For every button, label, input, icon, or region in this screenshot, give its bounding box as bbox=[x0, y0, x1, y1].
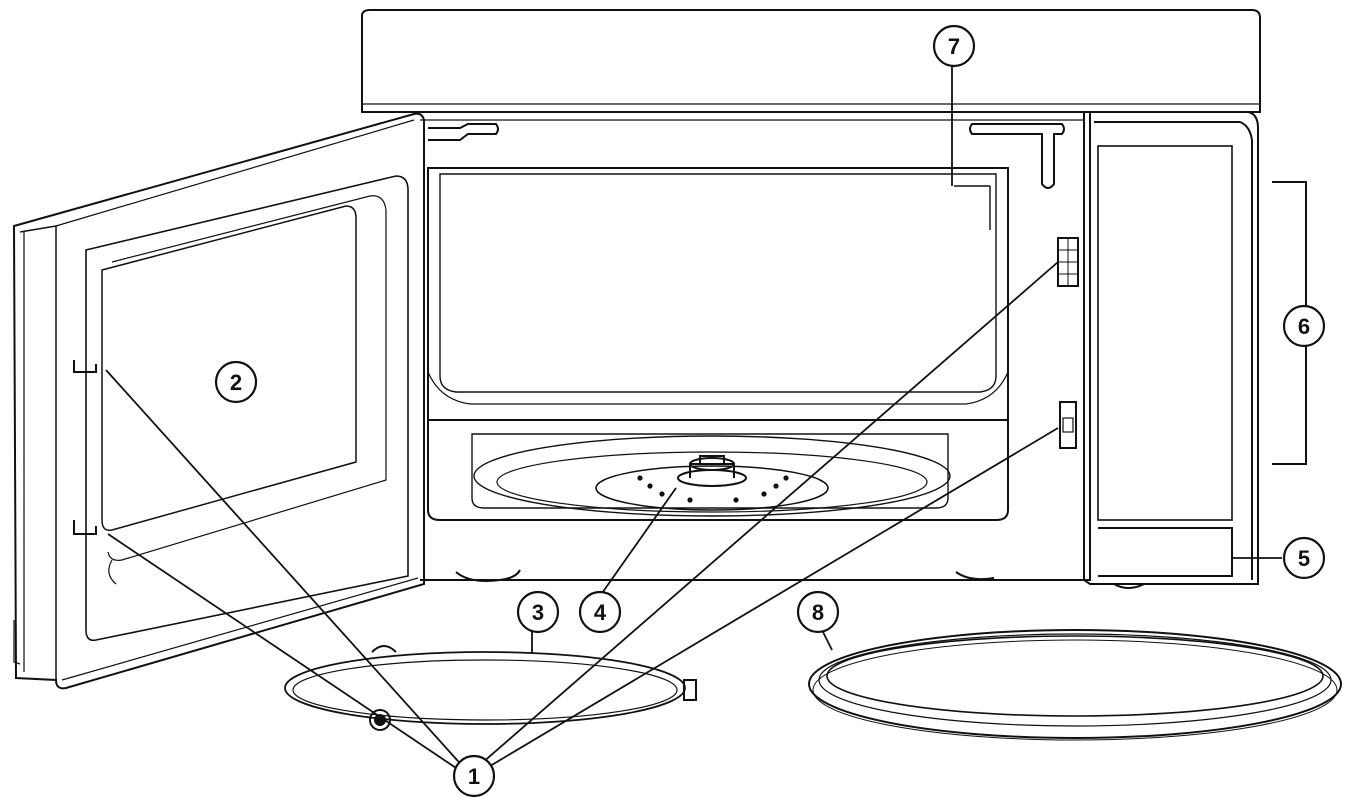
door-window bbox=[101, 205, 357, 532]
door-outer bbox=[12, 112, 425, 690]
callout-label-7: 7 bbox=[948, 34, 960, 59]
door-latch-slot-left bbox=[428, 123, 499, 141]
callout-6: 6 bbox=[1282, 304, 1326, 348]
callout-label-6: 6 bbox=[1298, 314, 1310, 339]
control-panel bbox=[1083, 111, 1259, 585]
callout-label-1: 1 bbox=[468, 764, 480, 789]
door-window-frame bbox=[85, 175, 409, 642]
callout-8: 8 bbox=[796, 590, 840, 634]
callout-label-2: 2 bbox=[230, 370, 242, 395]
door-assembly bbox=[12, 112, 425, 690]
callout-label-8: 8 bbox=[812, 600, 824, 625]
door-interlock-slot bbox=[1059, 401, 1077, 449]
callout-label-3: 3 bbox=[532, 600, 544, 625]
roller-ring bbox=[284, 645, 697, 731]
callout-7: 7 bbox=[932, 24, 976, 68]
turntable-shaft bbox=[595, 455, 829, 511]
foot-rear bbox=[1113, 583, 1145, 589]
door-hook-upper bbox=[73, 360, 97, 373]
microwave-body bbox=[361, 9, 1307, 589]
foot-left bbox=[455, 569, 521, 582]
glass-tray bbox=[808, 629, 1342, 741]
front-frame bbox=[420, 111, 1091, 581]
door-release-button bbox=[1098, 527, 1233, 577]
callout-3: 3 bbox=[516, 590, 560, 634]
door-latch-slot-right bbox=[969, 123, 1065, 189]
callout-label-4: 4 bbox=[594, 600, 607, 625]
door-hook-lower bbox=[73, 520, 97, 535]
roller-wheel-left bbox=[371, 645, 397, 653]
foot-right bbox=[955, 571, 995, 581]
roller-wheel-right bbox=[683, 679, 697, 701]
callout-2: 2 bbox=[214, 360, 258, 404]
callout-label-5: 5 bbox=[1298, 546, 1310, 571]
callout-5: 5 bbox=[1282, 536, 1326, 580]
outer-case-top bbox=[361, 9, 1261, 113]
roller-wheel-front bbox=[369, 709, 391, 731]
callout-4: 4 bbox=[578, 590, 622, 634]
oven-floor bbox=[427, 419, 1009, 521]
leader-lines bbox=[105, 66, 1282, 773]
callout-1: 1 bbox=[452, 754, 496, 798]
